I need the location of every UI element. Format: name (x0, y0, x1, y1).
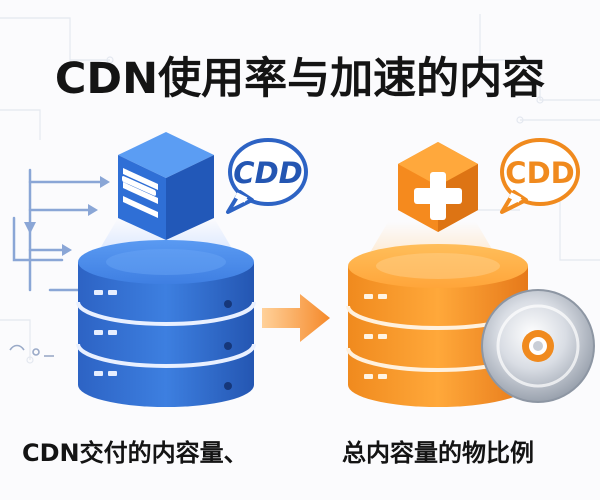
disc-icon (481, 289, 595, 403)
left-bubble-text: CDD (233, 156, 302, 190)
caption-right: 总内容量的物比例 (342, 439, 534, 467)
page-title: CDN使用率与加速的内容 (54, 54, 546, 104)
background-circuit-lines (0, 14, 600, 364)
right-arrow-icon (262, 294, 330, 342)
blue-cube-icon (118, 132, 214, 240)
right-bubble-text: CDD (505, 156, 574, 190)
connector-icons-left (9, 344, 54, 357)
blue-speech-bubble (226, 138, 308, 214)
orange-database (346, 222, 530, 407)
flow-arrowheads-left (24, 176, 110, 256)
orange-hexagon-plus-icon (398, 142, 478, 232)
caption-left: CDN交付的内容量、 (22, 439, 248, 467)
orange-speech-bubble (500, 138, 580, 214)
blue-database (76, 218, 256, 407)
